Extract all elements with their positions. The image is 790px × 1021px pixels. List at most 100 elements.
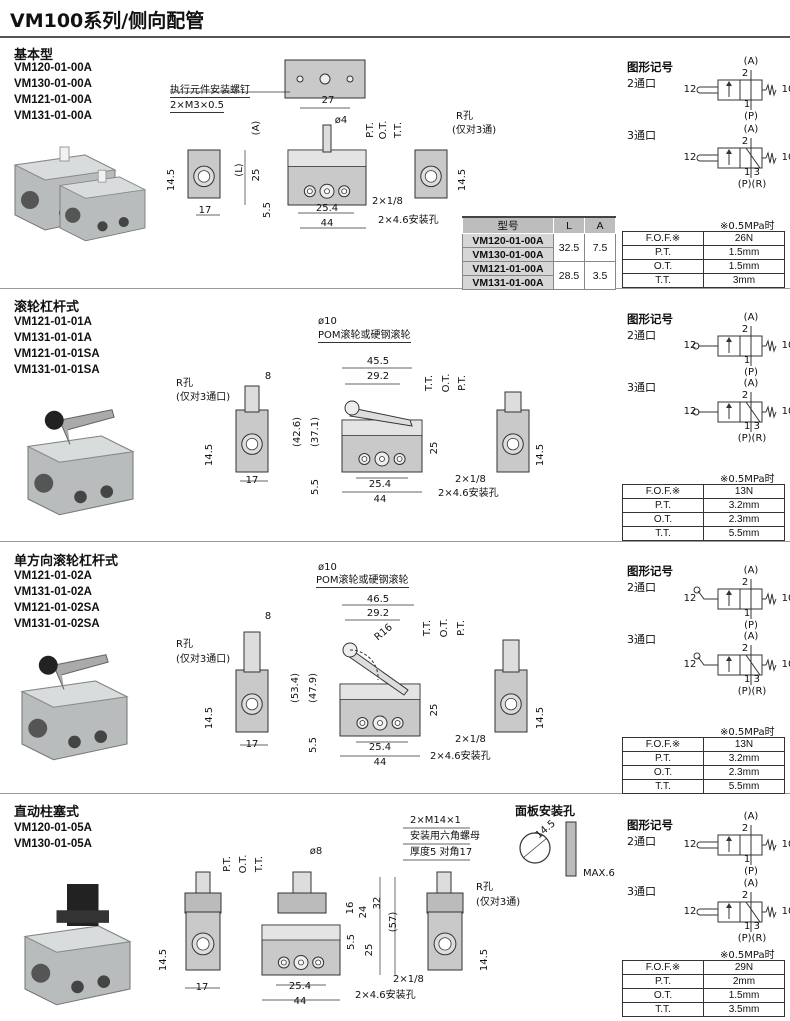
spec-value: 1.5mm — [703, 259, 785, 274]
dimension-label: POM滚轮或硬钢滚轮 — [316, 575, 409, 588]
dimension-label: 14.5 — [457, 168, 468, 192]
dimension-label: T.T. — [422, 619, 433, 637]
dimension-label: 安装用六角螺母 — [410, 831, 480, 842]
dimension-label: 5.5 — [262, 202, 273, 218]
plunger — [195, 871, 211, 895]
spring-icon — [765, 838, 777, 852]
photo-port — [34, 473, 54, 493]
photo-nut — [56, 910, 109, 923]
dimension-label: 执行元件安装螺钉 — [170, 85, 250, 98]
model-number: VM121-01-01SA — [14, 348, 100, 360]
port-thread-inner — [438, 937, 452, 951]
spec-row: P.T.1.5mm — [622, 245, 785, 260]
port-hole-inner — [394, 720, 401, 726]
dimension-label: 25 — [429, 703, 440, 717]
spec-value: 3mm — [703, 273, 785, 288]
dimension-label: 2×4.6安装孔 — [430, 751, 491, 762]
spring-icon — [765, 339, 777, 353]
model-number: VM131-01-00A — [14, 110, 92, 122]
port-label: 10 — [781, 340, 790, 351]
spec-row: O.T.1.5mm — [622, 988, 785, 1003]
dimension-label: 5.5 — [308, 737, 319, 753]
dimension-label: 44 — [373, 494, 387, 505]
port-label: 10 — [781, 839, 790, 850]
port-label: (P) — [744, 111, 758, 122]
three-port-label: 3通口 — [627, 129, 656, 142]
photo-port — [71, 980, 84, 994]
spec-label: O.T. — [622, 765, 704, 780]
dimension-label: 44 — [373, 757, 387, 768]
dimension-label: 14.5 — [204, 443, 215, 467]
two-port-label: 2通口 — [627, 835, 656, 848]
spring-icon — [765, 405, 777, 419]
screw-hole — [296, 75, 304, 83]
spec-value: 13N — [703, 484, 785, 499]
dimension-label: 14.5 — [166, 168, 177, 192]
roller-icon — [692, 408, 700, 416]
lever-icon — [697, 656, 718, 666]
port-label: 12 — [683, 340, 697, 351]
plunger-icon — [696, 86, 718, 94]
spec-label: T.T. — [622, 779, 704, 794]
port-hole-inner — [359, 720, 366, 726]
panel-hole — [519, 832, 551, 864]
photo-lever — [52, 654, 109, 690]
dimension-label: (仅对3通口) — [176, 392, 231, 403]
model-cell: VM121-01-00A — [462, 261, 554, 276]
dimension-label: 14.5 — [535, 706, 546, 730]
photo-top — [23, 925, 132, 953]
dimension-label: (仅对3通) — [476, 897, 521, 908]
product-photo — [26, 409, 135, 516]
dimension-label: 46.5 — [366, 594, 390, 605]
dimension-label: 44 — [320, 218, 334, 229]
port-label: (A) — [743, 56, 759, 67]
roller-icon — [693, 586, 701, 594]
model-number: VM120-01-05A — [14, 822, 92, 834]
spec-label: O.T. — [622, 988, 704, 1003]
section-title: 直动柱塞式 — [14, 805, 80, 820]
spec-value: 29N — [703, 960, 785, 975]
dimension-label: 2×4.6安装孔 — [438, 488, 499, 499]
dimension-label: (53.4) — [290, 672, 301, 704]
port-label: 12 — [683, 839, 697, 850]
port-label: (P) — [744, 367, 758, 378]
port-label: 1 3 — [744, 421, 760, 432]
model-number: VM130-01-05A — [14, 838, 92, 850]
port-label: (P) — [744, 620, 758, 631]
hex-nut — [277, 892, 327, 914]
flow-arrow-icon — [726, 836, 732, 841]
panel-plate — [565, 821, 577, 877]
dimension-label: 8 — [264, 611, 272, 622]
spec-value: 1.5mm — [703, 988, 785, 1003]
dimension-label: 25 — [429, 441, 440, 455]
section-divider — [0, 288, 790, 289]
spec-value: 2.3mm — [703, 512, 785, 527]
model-number: VM130-01-00A — [14, 78, 92, 90]
spec-label: P.T. — [622, 245, 704, 260]
port-label: 2 — [741, 136, 749, 147]
symbol-path — [745, 147, 761, 169]
model-number: VM121-01-02A — [14, 570, 92, 582]
dimension-label: 17 — [245, 739, 259, 750]
dimension-label: 24 — [358, 905, 369, 919]
dimension-label: 17 — [195, 982, 209, 993]
port-label: 10 — [781, 659, 790, 670]
port-label: (A) — [743, 565, 759, 576]
port-label: (A) — [743, 811, 759, 822]
photo-roller — [44, 410, 64, 430]
valve-cap — [339, 683, 421, 701]
dimension-label: 25.4 — [315, 203, 339, 214]
dimension-label: O.T. — [238, 854, 249, 874]
dimension-label: 14.5 — [479, 948, 490, 972]
spec-value: 3.2mm — [703, 498, 785, 513]
dimension-label: P.T. — [365, 122, 376, 138]
dimension-label: 27 — [321, 95, 335, 106]
model-cell: VM130-01-00A — [462, 247, 554, 262]
spec-label: T.T. — [622, 1002, 704, 1017]
port-label: 1 — [743, 355, 751, 366]
port-hole-inner — [377, 720, 383, 726]
dimension-label: 14.5 — [204, 706, 215, 730]
port-hole-inner — [396, 456, 403, 462]
